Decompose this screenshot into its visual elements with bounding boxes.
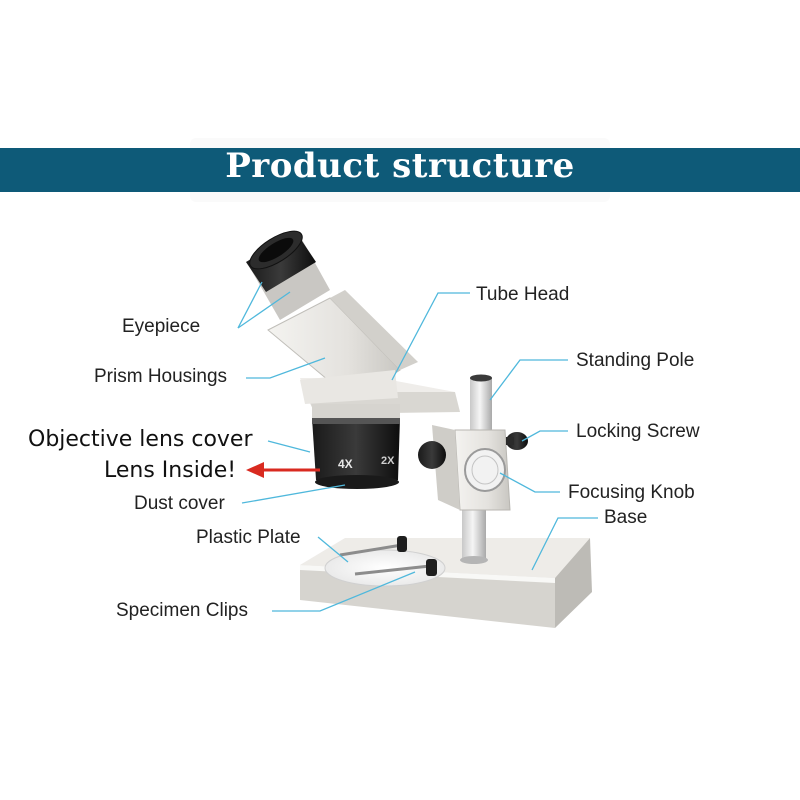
label-specimen-clips: Specimen Clips	[116, 600, 248, 621]
leader-plastic-plate	[317, 536, 349, 563]
label-eyepiece: Eyepiece	[122, 316, 201, 337]
objective-marking-2x: 2X	[381, 455, 395, 467]
prism-housing	[267, 290, 418, 404]
leader-eyepiece-b	[237, 291, 291, 329]
plastic-plate	[324, 549, 446, 587]
pole-upper	[470, 378, 492, 430]
label-objective-lens-cover: Objective lens cover	[28, 427, 253, 452]
leader-focusing-knob	[499, 472, 560, 493]
focusing-knob	[464, 448, 506, 492]
objective-lens-cover: 4X 2X	[312, 404, 400, 489]
red-arrow	[246, 462, 320, 478]
label-lens-inside: Lens Inside!	[104, 458, 237, 483]
label-focusing-knob: Focusing Knob	[568, 482, 695, 503]
leader-lines	[237, 281, 598, 612]
leader-eyepiece-a	[237, 281, 263, 329]
leader-objective-cover	[267, 440, 311, 453]
label-locking-screw: Locking Screw	[576, 421, 700, 442]
leader-base	[531, 517, 598, 571]
objective-marking-4x: 4X	[338, 457, 353, 471]
label-standing-pole: Standing Pole	[576, 350, 695, 371]
label-dust-cover: Dust cover	[134, 493, 225, 514]
label-base: Base	[604, 507, 648, 528]
pole-lower	[462, 505, 486, 560]
leader-locking-screw	[521, 430, 568, 442]
label-plastic-plate: Plastic Plate	[196, 527, 301, 548]
focusing-knob-left	[418, 441, 446, 469]
specimen-clips	[339, 536, 437, 576]
eyepiece	[246, 230, 330, 320]
leader-standing-pole	[489, 359, 568, 401]
label-tube-head: Tube Head	[476, 284, 570, 305]
leader-prism-housings	[246, 357, 326, 379]
page-title: Product structure	[225, 146, 575, 186]
label-prism-housings: Prism Housings	[94, 366, 228, 387]
leader-dust-cover	[241, 484, 346, 504]
locking-screw	[506, 432, 528, 450]
leader-tube-head	[391, 292, 470, 381]
leader-specimen-clips	[272, 571, 416, 612]
title-banner	[0, 148, 800, 192]
base-block	[300, 538, 592, 628]
